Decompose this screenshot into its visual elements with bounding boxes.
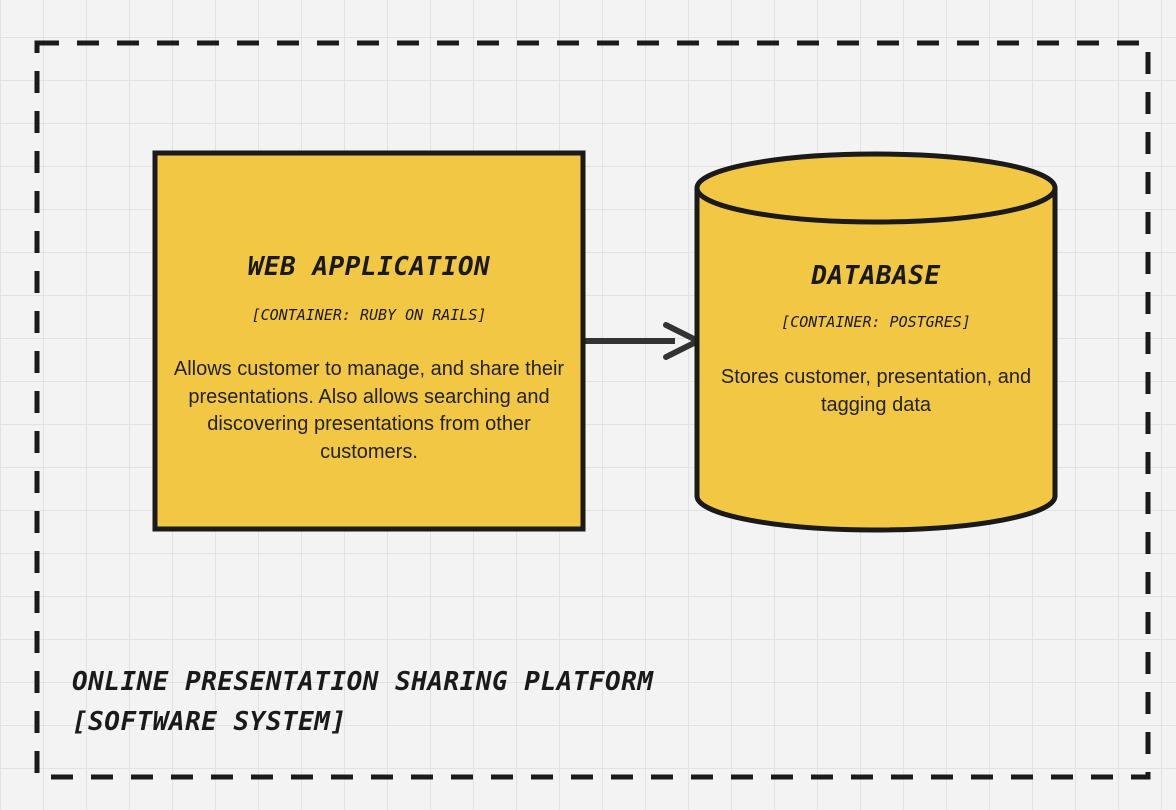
system-boundary[interactable] [34, 40, 1151, 780]
database-cylinder-top [694, 151, 1058, 225]
database-cylinder-body [694, 188, 1058, 533]
database-technology: [CONTAINER: POSTGRES] [781, 313, 971, 331]
web-application-container[interactable] [152, 150, 586, 532]
database-title: DATABASE [811, 261, 941, 291]
web-application-title: WEB APPLICATION [247, 252, 491, 282]
web-application-technology: [CONTAINER: RUBY ON RAILS] [251, 306, 487, 324]
database-description: Stores customer, presentation, and taggi… [720, 366, 1032, 416]
system-boundary-type: [SOFTWARE SYSTEM] [72, 707, 347, 737]
web-application-description: Allows customer to manage, and share the… [173, 358, 565, 463]
database-container[interactable] [694, 151, 1058, 533]
system-boundary-name: ONLINE PRESENTATION SHARING PLATFORM [72, 667, 654, 697]
